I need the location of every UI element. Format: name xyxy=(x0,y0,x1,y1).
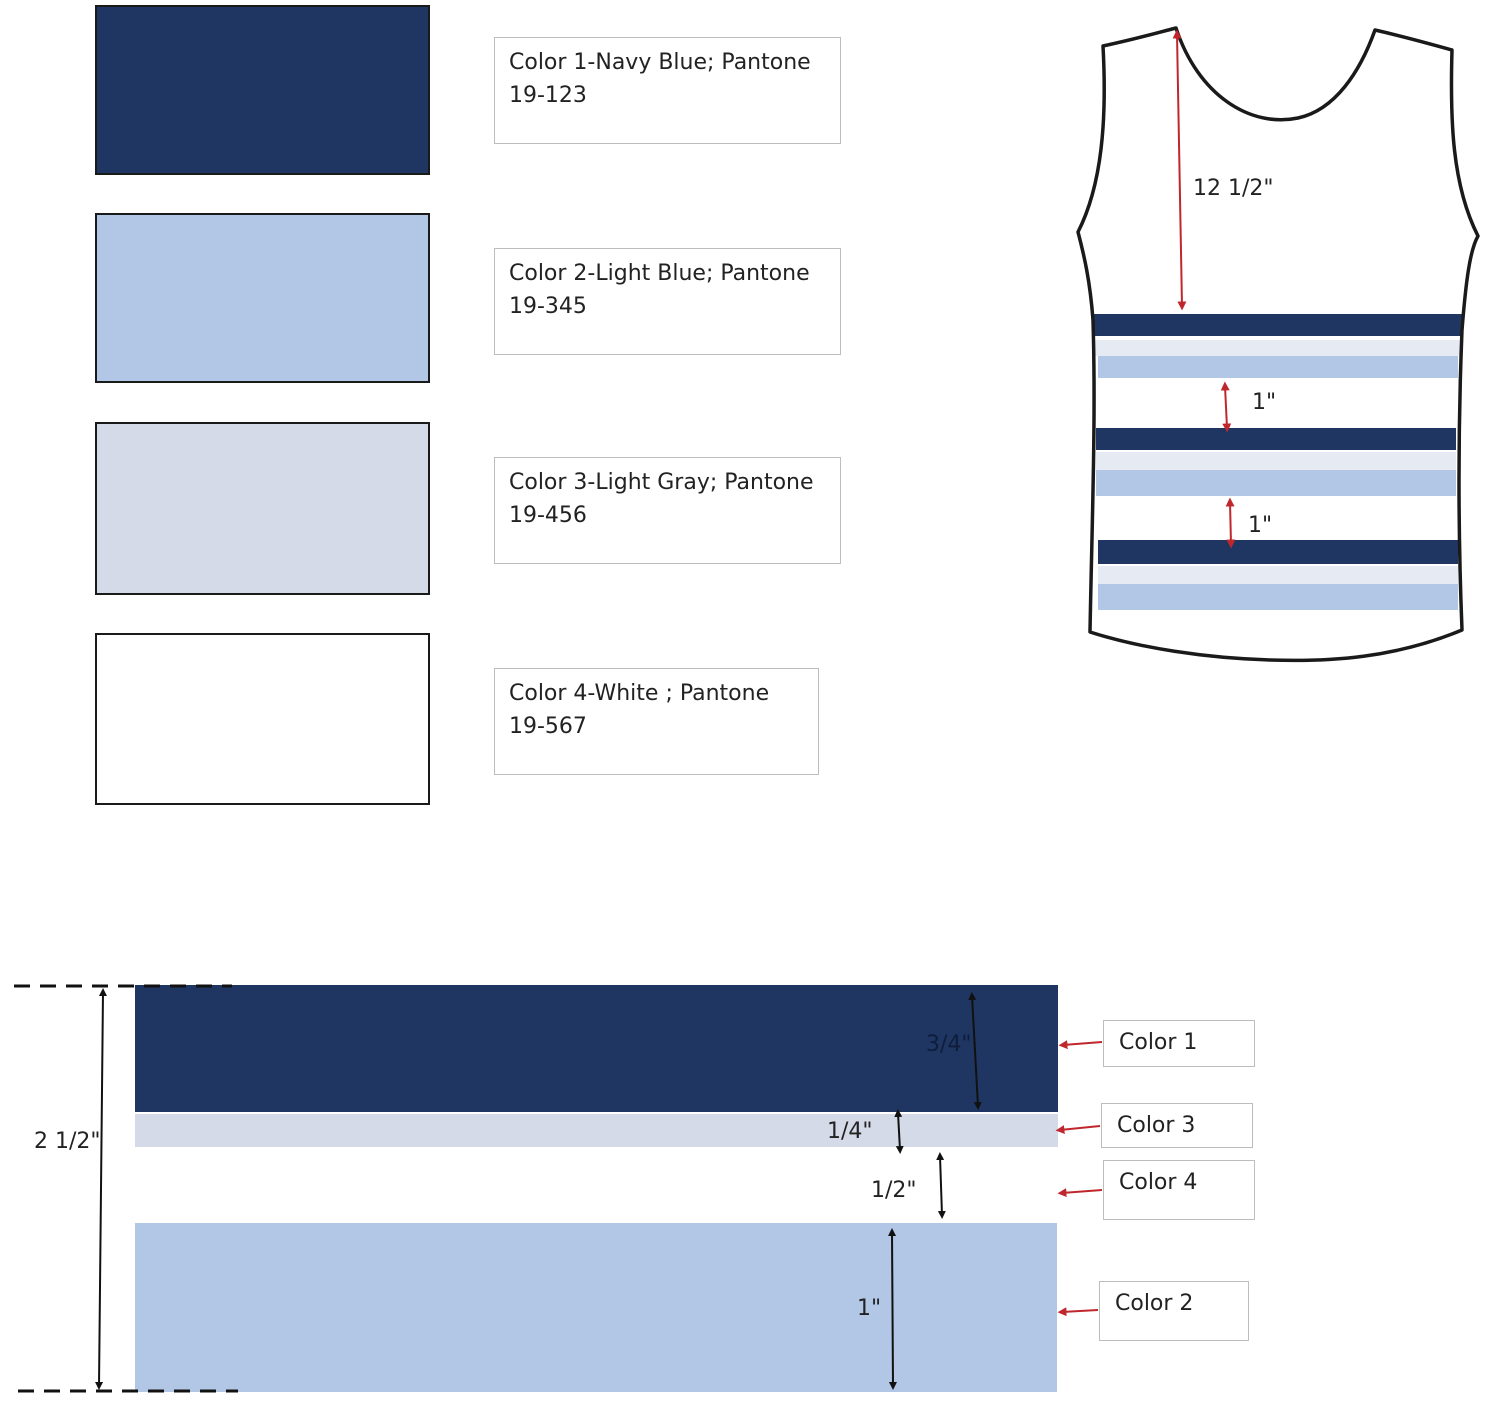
swatch-label-code: 19-345 xyxy=(509,294,587,319)
shirt-length-arrow xyxy=(1172,29,1187,311)
shirt-length-label: 12 1/2" xyxy=(1193,176,1274,201)
band-color-4 xyxy=(135,1147,1058,1223)
swatch-label-line: Color 2-Light Blue; Pantone xyxy=(509,261,810,286)
shirt-stripe-light-gray xyxy=(1096,452,1456,470)
band-3-height-label: 1/4" xyxy=(827,1119,873,1144)
swatch-color-3 xyxy=(95,422,430,595)
band-1-height-label: 3/4" xyxy=(926,1032,972,1057)
color-1-pointer xyxy=(1058,1040,1103,1050)
color-3-pointer xyxy=(1055,1125,1101,1135)
swatch-label-line: Color 4-White ; Pantone xyxy=(509,681,770,706)
shirt-stripe-navy xyxy=(1098,540,1458,564)
shirt-gap-label: 1" xyxy=(1248,513,1273,538)
color-4-pointer xyxy=(1057,1188,1103,1198)
swatch-label-code: 19-456 xyxy=(509,503,587,528)
band-color-4-label: Color 4 xyxy=(1103,1160,1255,1220)
band-color-3-label: Color 3 xyxy=(1101,1103,1253,1148)
swatch-label-line: Color 1-Navy Blue; Pantone xyxy=(509,50,811,75)
band-4-height-label: 1/2" xyxy=(871,1178,917,1203)
shirt-gap-label: 1" xyxy=(1252,390,1277,415)
total-height-label: 2 1/2" xyxy=(34,1129,101,1154)
shirt-stripe-navy xyxy=(1078,314,1478,336)
swatch-label-color-3: Color 3-Light Gray; Pantone 19-456 xyxy=(494,457,841,564)
swatch-label-line: Color 3-Light Gray; Pantone xyxy=(509,470,814,495)
swatch-color-1 xyxy=(95,5,430,175)
swatch-label-color-4: Color 4-White ; Pantone 19-567 xyxy=(494,668,819,775)
band-1-arrow xyxy=(968,992,982,1110)
band-2-arrow xyxy=(888,1228,897,1390)
shirt-stripe-light-blue xyxy=(1098,356,1458,378)
shirt-stripe-navy xyxy=(1096,428,1456,450)
shirt-stripe-light-blue xyxy=(1096,470,1456,496)
swatch-color-4 xyxy=(95,633,430,805)
shirt-stripe-light-blue xyxy=(1098,584,1458,610)
swatch-label-color-1: Color 1-Navy Blue; Pantone 19-123 xyxy=(494,37,841,144)
band-2-height-label: 1" xyxy=(857,1296,882,1321)
shirt-stripe-light-gray xyxy=(1098,566,1458,584)
shirt-outline xyxy=(1076,26,1480,663)
band-color-3 xyxy=(135,1114,1058,1147)
band-3-arrow xyxy=(894,1109,904,1154)
band-color-2 xyxy=(135,1223,1057,1392)
color-2-pointer xyxy=(1057,1307,1099,1317)
band-color-2-label: Color 2 xyxy=(1099,1281,1249,1341)
tank-top-sketch xyxy=(1076,26,1480,663)
swatch-label-code: 19-123 xyxy=(509,83,587,108)
shirt-gap-arrow xyxy=(1220,381,1232,433)
band-color-1-label: Color 1 xyxy=(1103,1020,1255,1067)
swatch-label-code: 19-567 xyxy=(509,714,587,739)
band-4-arrow xyxy=(936,1152,946,1219)
total-height-arrow xyxy=(95,988,107,1390)
swatch-label-color-2: Color 2-Light Blue; Pantone 19-345 xyxy=(494,248,841,355)
shirt-stripe-light-gray xyxy=(1078,340,1478,356)
swatch-color-2 xyxy=(95,213,430,383)
band-color-1 xyxy=(135,985,1058,1112)
shirt-gap-arrow xyxy=(1225,497,1236,549)
